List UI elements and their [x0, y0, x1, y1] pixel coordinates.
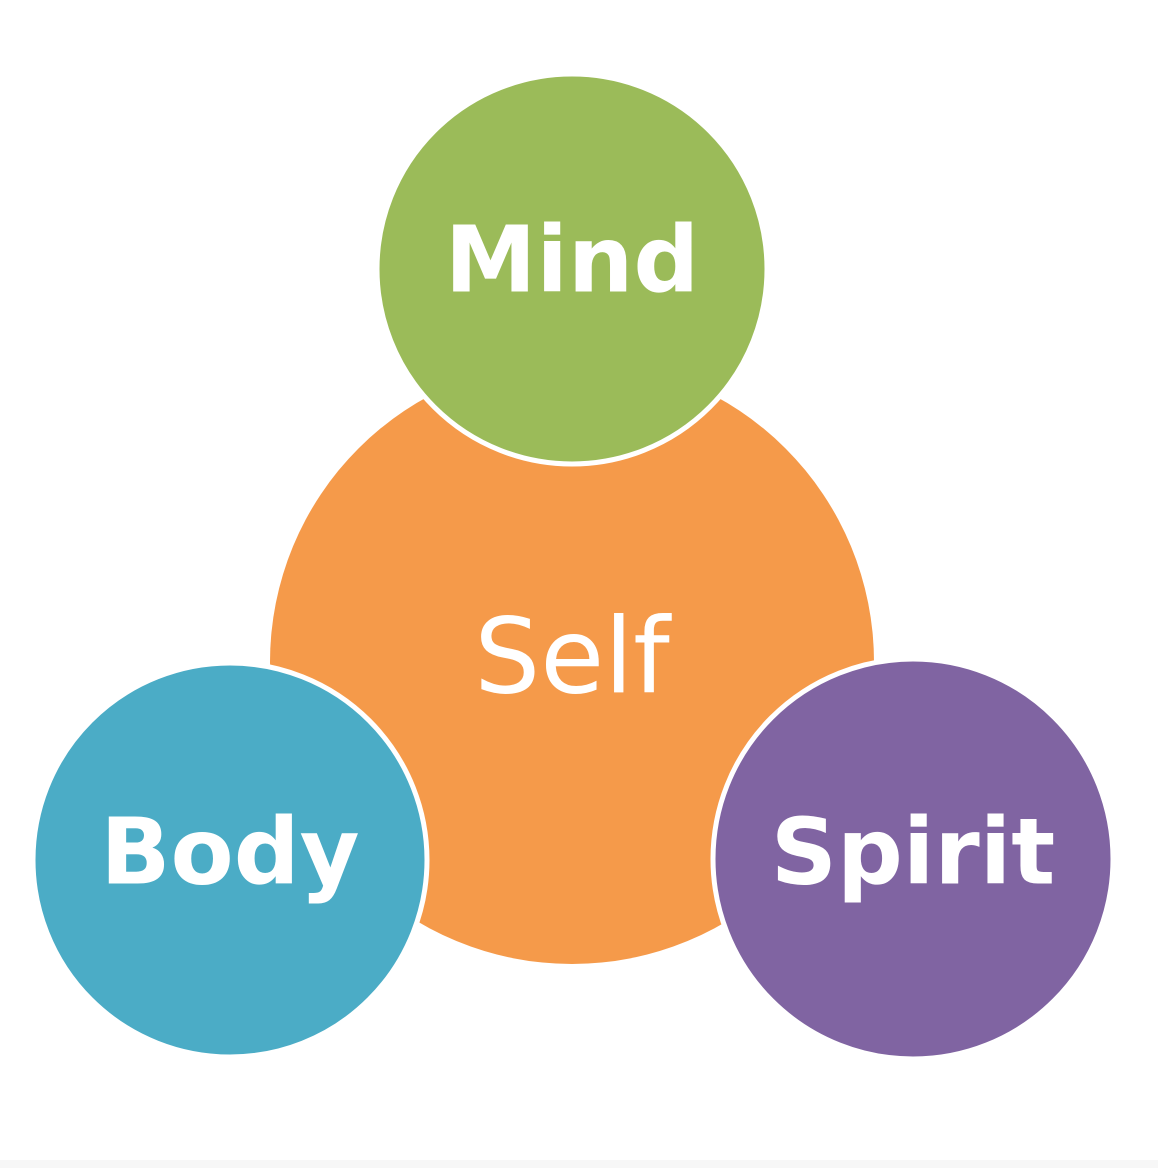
body-circle — [30, 660, 430, 1060]
body-label: Body — [100, 798, 359, 905]
mind-circle — [374, 71, 770, 467]
spirit-circle — [710, 656, 1116, 1062]
spirit-label: Spirit — [771, 798, 1056, 905]
mind-label: Mind — [445, 206, 699, 313]
bottom-strip — [0, 1160, 1158, 1168]
self-label: Self — [474, 595, 672, 717]
